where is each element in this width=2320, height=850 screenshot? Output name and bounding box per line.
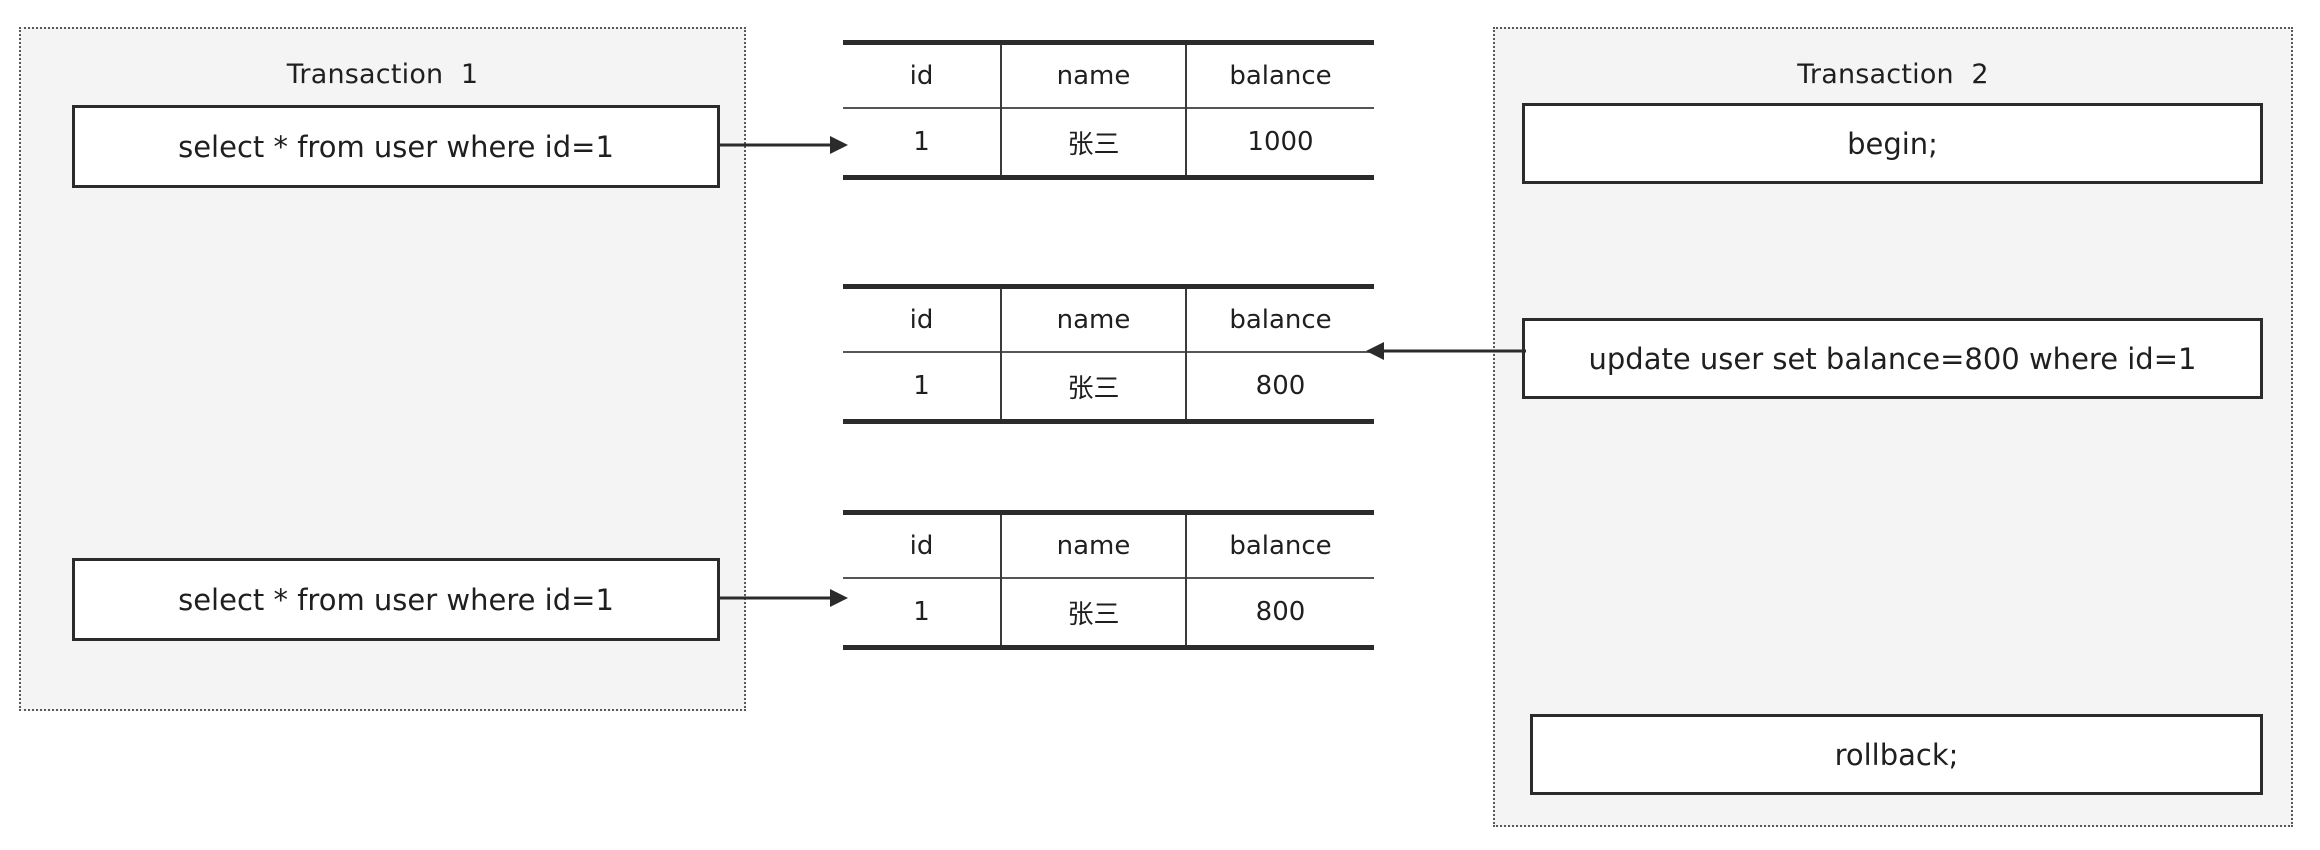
statement-box-update[interactable]: update user set balance=800 where id=1 (1522, 318, 2263, 399)
column-header-id: id (843, 510, 1001, 578)
table-header-row: id name balance (843, 40, 1374, 108)
column-header-balance: balance (1185, 510, 1374, 578)
transaction-1-title: Transaction 1 (286, 59, 479, 90)
table-header-row: id name balance (843, 510, 1374, 578)
arrow-update-to-table2-icon (1366, 342, 1526, 360)
table-header-row: id name balance (843, 284, 1374, 352)
arrow-select1-to-table1-icon (718, 136, 848, 154)
cell-balance: 1000 (1185, 107, 1374, 180)
statement-box-rollback[interactable]: rollback; (1530, 714, 2263, 795)
statement-box-select-1[interactable]: select * from user where id=1 (72, 105, 720, 188)
column-header-id: id (843, 40, 1001, 108)
table-row: 1 张三 800 (843, 577, 1374, 650)
cell-name: 张三 (1000, 351, 1186, 424)
transaction-2-title: Transaction 2 (1797, 59, 1989, 90)
column-header-name: name (1000, 284, 1186, 352)
table-row: 1 张三 1000 (843, 107, 1374, 180)
cell-balance: 800 (1185, 351, 1374, 424)
arrow-select2-to-table3-icon (718, 589, 848, 607)
column-header-name: name (1000, 510, 1186, 578)
result-table-1: id name balance 1 张三 1000 (843, 40, 1374, 180)
statement-box-select-2[interactable]: select * from user where id=1 (72, 558, 720, 641)
cell-name: 张三 (1000, 107, 1186, 180)
statement-box-begin[interactable]: begin; (1522, 103, 2263, 184)
column-header-balance: balance (1185, 40, 1374, 108)
column-header-name: name (1000, 40, 1186, 108)
table-row: 1 张三 800 (843, 351, 1374, 424)
cell-balance: 800 (1185, 577, 1374, 650)
cell-name: 张三 (1000, 577, 1186, 650)
cell-id: 1 (843, 577, 1001, 650)
cell-id: 1 (843, 351, 1001, 424)
cell-id: 1 (843, 107, 1001, 180)
column-header-id: id (843, 284, 1001, 352)
column-header-balance: balance (1185, 284, 1374, 352)
result-table-2: id name balance 1 张三 800 (843, 284, 1374, 424)
result-table-3: id name balance 1 张三 800 (843, 510, 1374, 650)
